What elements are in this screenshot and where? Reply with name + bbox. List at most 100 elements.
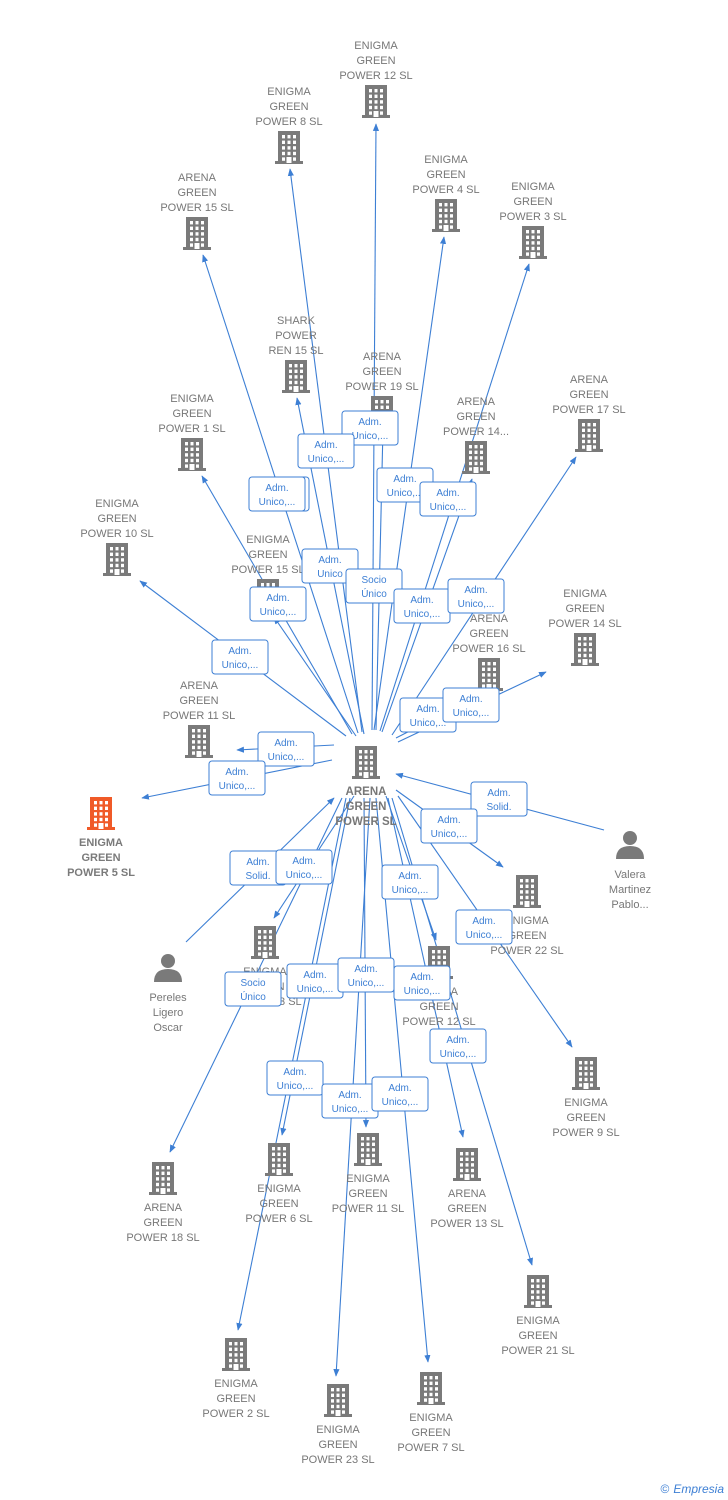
relation-badge-box[interactable] — [297, 433, 355, 469]
node-label: ARENA — [178, 172, 217, 184]
relation-badge-ep15[interactable]: Adm.Unico,... — [249, 586, 307, 622]
edge-ep15 — [273, 616, 357, 737]
node-label: POWER 17 SL — [552, 404, 625, 416]
node-label: GREEN — [362, 366, 401, 378]
relation-badge-box[interactable] — [208, 760, 266, 796]
relation-badge-ep6[interactable]: Adm. Unico,... — [286, 963, 344, 999]
relation-badge-ep5[interactable]: Adm.Unico,... — [208, 760, 266, 796]
building-icon — [575, 419, 603, 452]
relation-badge-box[interactable] — [429, 1028, 487, 1064]
relation-badge-text: Adm. — [354, 964, 377, 975]
relation-badge-box[interactable] — [455, 909, 513, 945]
relation-badge-text: Adm. — [225, 767, 248, 778]
relation-badge-ep11[interactable]: Adm.Unico,... — [337, 957, 395, 993]
node-label: GREEN — [569, 389, 608, 401]
relation-badge-ep22[interactable]: Adm.Unico,... — [420, 808, 478, 844]
relation-badge-ep23[interactable]: Adm.Unico,... — [321, 1083, 379, 1119]
brand-logo[interactable]: Empresia — [673, 1482, 724, 1496]
relation-badge-box[interactable] — [447, 578, 505, 614]
relation-badge-box[interactable] — [470, 781, 528, 817]
node-label: ARENA — [346, 786, 387, 798]
relation-badge-box[interactable] — [275, 849, 333, 885]
relation-badge-ep10[interactable]: Adm.Unico,... — [211, 639, 269, 675]
relation-badge-box[interactable] — [266, 1060, 324, 1096]
relation-badge-ep21[interactable]: Adm.Unico,... — [429, 1028, 487, 1064]
relation-badge-text: Adm. — [303, 970, 326, 981]
relation-badge-text: Unico,... — [404, 986, 441, 997]
relation-badge-box[interactable] — [249, 586, 307, 622]
relation-badge-ep3[interactable]: Adm.Unico,... — [419, 481, 477, 517]
relation-badge-ap14[interactable]: Adm.Unico,... — [393, 588, 451, 624]
node-label: POWER 3 SL — [499, 211, 566, 223]
relation-badge-ep13[interactable]: Adm.Unico,... — [275, 849, 333, 885]
node-valera[interactable]: ValeraMartinezPablo... — [609, 831, 651, 911]
building-icon — [103, 543, 131, 576]
relation-badge-box[interactable] — [301, 548, 359, 584]
relation-badge-box[interactable] — [257, 731, 315, 767]
node-label: GREEN — [172, 408, 211, 420]
node-label: POWER 11 SL — [332, 1203, 405, 1215]
relation-badge-box[interactable] — [420, 808, 478, 844]
node-label: ARENA — [180, 680, 219, 692]
relation-badge-ep12a[interactable]: Adm.Unico,... — [341, 410, 399, 446]
relation-badge-ep9[interactable]: Adm.Unico,... — [455, 909, 513, 945]
relation-badge-ep2[interactable]: Adm.Unico,... — [266, 1060, 324, 1096]
relation-badge-pereles[interactable]: Adm.Solid. — [229, 850, 287, 886]
relation-badge-ap13[interactable]: Adm.Unico,... — [393, 965, 451, 1001]
relation-badge-box[interactable] — [381, 864, 439, 900]
relation-badge-ap11[interactable]: Adm.Unico,... — [257, 731, 315, 767]
relation-badge-box[interactable] — [341, 410, 399, 446]
relation-badge-ep14[interactable]: Adm.Unico,... — [442, 687, 500, 723]
node-label: GREEN — [419, 1001, 458, 1013]
relation-badge-shark[interactable]: Adm.Unico — [301, 548, 359, 584]
relation-badge-ap17[interactable]: Adm.Unico,... — [447, 578, 505, 614]
relation-badge-box[interactable] — [224, 971, 282, 1007]
relation-badge-box[interactable] — [371, 1076, 429, 1112]
relation-badge-box[interactable] — [211, 639, 269, 675]
relation-badge-text: Adm. — [338, 1090, 361, 1101]
relation-badge-ep8[interactable]: Adm.Unico,... — [297, 433, 355, 469]
relation-badge-box[interactable] — [345, 568, 403, 604]
relation-badge-ep4[interactable]: Adm.Unico,... — [376, 467, 434, 503]
relation-badge-box[interactable] — [393, 965, 451, 1001]
relation-badge-ap16[interactable]: Adm.Unico,... — [399, 697, 457, 733]
relation-badge-box[interactable] — [248, 476, 306, 512]
relation-badge-ap12[interactable]: Adm.Unico,... — [381, 864, 439, 900]
relation-badge-ep7[interactable]: Adm.Unico,... — [371, 1076, 429, 1112]
relation-badge-ep1[interactable]: Adm.Unico,... — [248, 476, 306, 512]
building-icon — [178, 438, 206, 471]
relation-badge-box[interactable] — [419, 481, 477, 517]
relation-badge-valera[interactable]: Adm.Solid. — [470, 781, 528, 817]
building-icon — [354, 1133, 382, 1166]
relation-badge-text: Unico,... — [297, 984, 334, 995]
relation-badge-box[interactable] — [442, 687, 500, 723]
